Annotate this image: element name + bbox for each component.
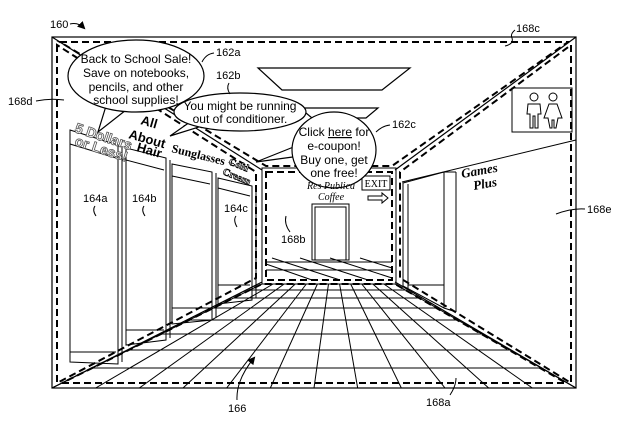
floor-grid-radial-line <box>226 283 307 389</box>
speech-bubble-162a: Back to School Sale! Save on notebooks, … <box>67 39 205 134</box>
floor-grid-radial-line <box>339 283 359 389</box>
ref-168a: 168a <box>426 397 451 409</box>
sign-games-plus-line-2: Plus <box>472 174 498 193</box>
bubble-162b-line-2: out of conditioner. <box>193 112 288 126</box>
ref-168d: 168d <box>8 96 32 108</box>
floor-grid-radial-line <box>350 283 402 389</box>
right-wall-region-outline <box>399 43 572 385</box>
floor-grid-radial-line <box>269 283 318 389</box>
bubble-162c-line-3: Buy one, get <box>300 153 368 167</box>
ref-162c: 162c <box>392 119 416 131</box>
floor-grid-radial-line <box>139 283 285 389</box>
ref-164c: 164c <box>224 203 248 215</box>
restroom-icon <box>526 92 563 129</box>
left-wall-stores <box>69 129 257 365</box>
floor-grid-radial-line <box>313 283 329 389</box>
ref-166: 166 <box>228 403 246 415</box>
ref-164a: 164a <box>83 193 108 205</box>
floor-grid <box>51 283 577 389</box>
bubble-162a-line-2: Save on notebooks, <box>83 66 189 80</box>
ref-160: 160 <box>50 19 68 31</box>
bubble-162c-line-1: Click here for <box>299 125 370 139</box>
ceiling-light-1 <box>256 67 412 91</box>
sign-coffee-line-1: Res Publica <box>306 181 355 192</box>
restroom-sign <box>511 87 573 133</box>
floor-grid-radial-line <box>394 283 577 389</box>
ref-168b: 168b <box>281 234 305 246</box>
sign-coffee-line-2: Coffee <box>318 192 345 203</box>
exit-sign <box>361 175 391 205</box>
floor-grid-radial-line <box>372 283 490 389</box>
coupon-link[interactable]: here <box>328 125 352 139</box>
bubble-162a-line-1: Back to School Sale! <box>81 52 192 66</box>
sign-games-plus-line-1: Games <box>460 160 499 181</box>
right-wall-store <box>401 139 577 313</box>
sign-hair-line-1: All <box>139 112 159 131</box>
back-wall-region-outline <box>265 171 393 281</box>
ref-168e: 168e <box>587 204 611 216</box>
bubble-162b-line-1: You might be running <box>184 99 297 113</box>
sign-hair-line-3: Hair <box>135 139 163 160</box>
bubble-162c-line-2: e-coupon! <box>307 139 360 153</box>
bubble-162a-line-4: school supplies! <box>93 93 178 107</box>
ref-162b: 162b <box>216 70 240 82</box>
speech-bubble-162b: You might be running out of conditioner. <box>169 92 307 137</box>
floor-grid-radial-line <box>51 283 263 389</box>
floor-grid-radial-line <box>361 283 446 389</box>
ref-164b: 164b <box>132 193 156 205</box>
bubble-162a-line-3: pencils, and other <box>89 80 184 94</box>
ref-162a: 162a <box>216 47 241 59</box>
ref-168c: 168c <box>516 23 540 35</box>
ceiling-light-2 <box>298 107 380 119</box>
floor-grid-radial-line <box>182 283 296 389</box>
sign-exit: EXIT <box>365 179 388 190</box>
speech-bubble-162c: Click here for e-coupon! Buy one, get on… <box>255 111 377 189</box>
reference-labels: 160 162a 162b 162c 168c 168d 168e 164a 1… <box>8 19 611 415</box>
exit-arrow-icon <box>367 191 389 205</box>
bubble-162c-line-4: one free! <box>310 166 357 180</box>
coffee-shop-door <box>311 203 350 261</box>
back-corridor-floor <box>265 257 393 281</box>
floor-grid-radial-line <box>383 283 533 389</box>
